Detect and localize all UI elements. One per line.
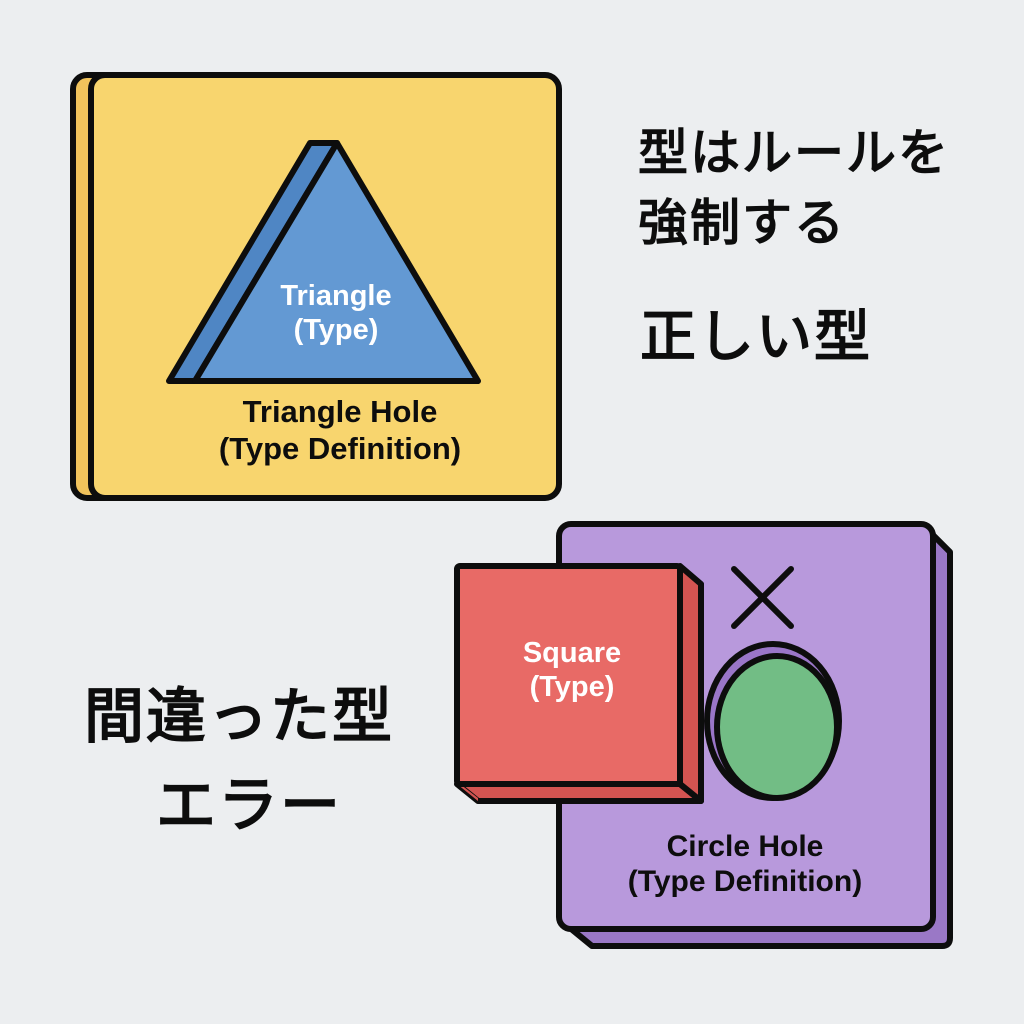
circle-hole: [704, 641, 842, 801]
triangle-hole-label: Triangle Hole (Type Definition): [150, 394, 530, 467]
square-type-label: Square (Type): [472, 636, 672, 704]
correct-type-caption: 正しい型: [640, 305, 872, 370]
triangle-hole-name: Triangle Hole: [242, 394, 438, 429]
triangle-name: Triangle: [280, 280, 392, 312]
triangle-type-label: Triangle (Type): [236, 279, 436, 347]
circle-hole-label: Circle Hole (Type Definition): [570, 829, 920, 900]
mismatch-x-icon: [731, 566, 794, 629]
circle-hole-kind: (Type Definition): [627, 865, 863, 899]
wrong-type-caption: 間違った型: [84, 682, 394, 752]
rule-caption-line2: 強制する: [638, 194, 846, 252]
triangle-kind: (Type): [293, 314, 379, 347]
rule-caption-line1: 型はルールを: [638, 124, 950, 182]
circle-hole-name: Circle Hole: [666, 830, 824, 863]
error-caption: エラー: [156, 771, 342, 841]
triangle-hole-kind: (Type Definition): [218, 430, 462, 466]
triangle-shape: [166, 140, 481, 384]
square-name: Square: [522, 637, 622, 669]
square-shape: [454, 563, 704, 804]
square-kind: (Type): [529, 671, 615, 704]
